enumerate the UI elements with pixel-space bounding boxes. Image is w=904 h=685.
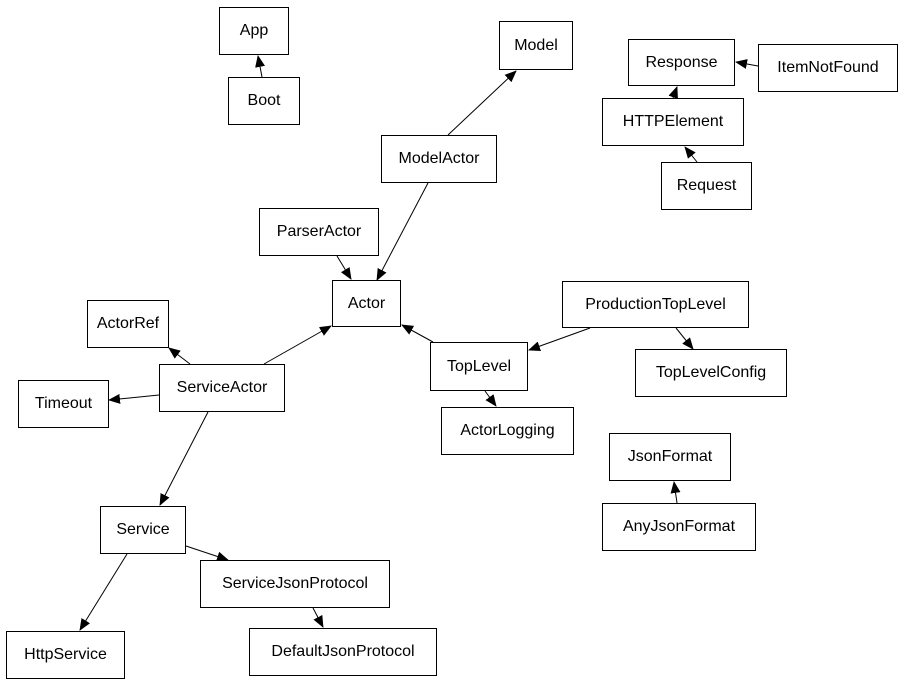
edge-service-servicejsonprotocol [185,545,229,562]
edge-httpelement-response [668,86,678,100]
edge-serviceactor-actor [263,325,332,365]
node-actorref: ActorRef [87,300,169,348]
edge-modelactor-actor [376,182,429,281]
edge-request-httpelement [684,146,698,163]
node-httpelement: HTTPElement [602,98,744,146]
edge-servicejsonprotocol-defaultjsonprotocol [312,607,324,628]
edge-toplevel-actorlogging [484,390,497,407]
node-itemnotfound: ItemNotFound [758,44,898,92]
node-productiontoplevel: ProductionTopLevel [562,281,749,328]
node-response: Response [628,39,735,86]
node-modelactor: ModelActor [381,135,497,183]
edge-productiontoplevel-toplevel [528,327,591,351]
node-request: Request [661,162,752,210]
edge-modelactor-model [447,70,517,136]
node-actor: Actor [332,280,401,327]
edge-itemnotfound-response [735,59,759,69]
node-jsonformat: JsonFormat [609,433,731,481]
node-service: Service [100,506,186,554]
node-app: App [219,7,289,55]
node-toplevel: TopLevel [430,342,528,391]
edge-service-httpservice [79,553,128,631]
node-serviceactor: ServiceActor [159,364,285,412]
node-anyjsonformat: AnyJsonFormat [602,503,756,551]
node-toplevelconfig: TopLevelConfig [635,349,787,397]
node-servicejsonprotocol: ServiceJsonProtocol [200,560,390,608]
edge-productiontoplevel-toplevelconfig [675,327,694,350]
edge-boot-app [255,55,265,78]
edge-serviceactor-timeout [108,393,160,404]
node-timeout: Timeout [18,380,109,428]
edge-anyjsonformat-jsonformat [670,481,681,504]
edge-serviceactor-service [159,411,209,506]
node-model: Model [499,21,573,70]
edge-serviceactor-actorref [168,347,191,365]
edge-toplevel-actor [401,324,434,343]
node-boot: Boot [228,77,300,125]
node-defaultjsonprotocol: DefaultJsonProtocol [249,628,437,676]
node-parseractor: ParserActor [259,208,379,256]
node-httpservice: HttpService [6,631,125,679]
edge-parseractor-actor [336,255,352,280]
node-actorlogging: ActorLogging [441,407,574,455]
